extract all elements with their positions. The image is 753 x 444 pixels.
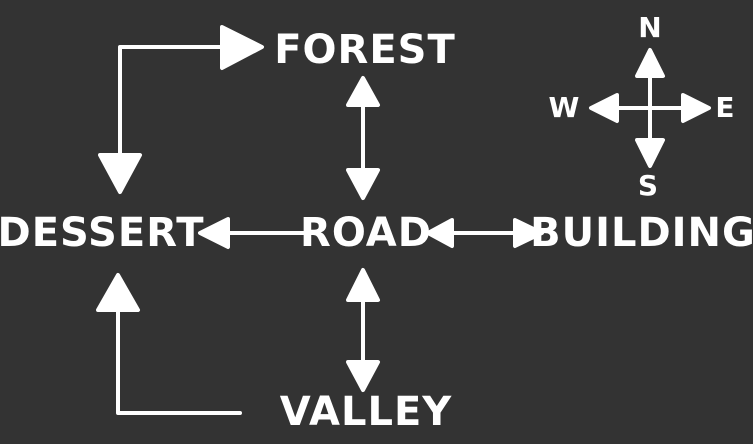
compass-east-label: E: [715, 91, 735, 124]
compass-north-label: N: [638, 11, 662, 44]
location-road: ROAD: [300, 210, 432, 256]
forest-road-up-arrowhead: [346, 76, 380, 107]
location-valley: VALLEY: [279, 389, 453, 435]
compass-south-arrowhead: [635, 138, 665, 168]
location-building: BUILDING: [530, 210, 753, 256]
compass-south-label: S: [637, 169, 659, 202]
compass-east-arrowhead: [681, 93, 711, 123]
location-dessert: DESSERT: [0, 210, 205, 256]
road-valley-up-arrowhead: [346, 268, 380, 302]
forest-road-down-arrowhead: [346, 168, 380, 200]
compass-north-arrowhead: [635, 48, 665, 78]
dessert-top-arrowhead: [98, 153, 142, 194]
compass-west-arrowhead: [589, 93, 619, 123]
road-dessert-arrowhead: [198, 217, 230, 249]
forest-arrowhead: [220, 25, 264, 70]
location-forest: FOREST: [274, 27, 456, 73]
road-valley-down-arrowhead: [346, 360, 380, 392]
valley-dessert-connector: [116, 303, 242, 415]
dessert-forest-connector: [118, 45, 227, 162]
road-building-left-arrowhead: [426, 218, 454, 248]
road-building-right-arrowhead: [513, 218, 544, 248]
dessert-bottom-arrowhead: [96, 273, 140, 312]
compass-west-label: W: [548, 91, 580, 124]
